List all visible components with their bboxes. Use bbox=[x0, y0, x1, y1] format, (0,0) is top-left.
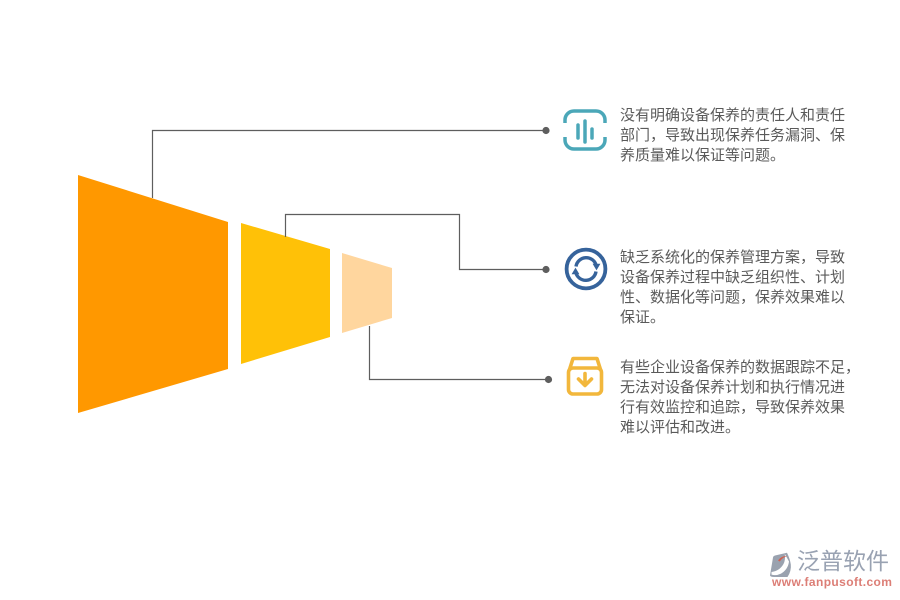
item-text-1: 没有明确设备保养的责任人和责任 部门，导致出现保养任务漏洞、保 养质量难以保证等… bbox=[620, 106, 845, 166]
watermark-url: www.fanpusoft.com bbox=[772, 575, 893, 589]
funnel-stage-2 bbox=[241, 223, 330, 364]
item-text-line: 行有效监控和追踪，导致保养效果 bbox=[620, 399, 846, 416]
fanpu-logo-icon bbox=[766, 551, 794, 584]
watermark: 泛普软件 www.fanpusoft.com bbox=[764, 547, 894, 592]
bar-chart-icon bbox=[562, 108, 608, 157]
item-text-line: 设备保养过程中缺乏组织性、计划 bbox=[620, 269, 846, 286]
item-text-3: 有些企业设备保养的数据跟踪不足， 无法对设备保养计划和执行情况进 行有效监控和追… bbox=[620, 358, 860, 438]
connector-dot-1 bbox=[542, 126, 550, 135]
item-text-line: 部门，导致出现保养任务漏洞、保 bbox=[620, 127, 846, 144]
funnel-stage-1 bbox=[78, 175, 228, 413]
item-text-2: 缺乏系统化的保养管理方案，导致 设备保养过程中缺乏组织性、计划 性、数据化等问题… bbox=[620, 248, 845, 328]
item-text-line: 难以评估和改进。 bbox=[620, 419, 741, 436]
watermark-brand: 泛普软件 bbox=[797, 548, 889, 574]
connector-line-3 bbox=[368, 326, 548, 381]
connector-line-2 bbox=[284, 213, 545, 271]
item-text-line: 缺乏系统化的保养管理方案，导致 bbox=[620, 249, 846, 266]
connector-line-1 bbox=[151, 129, 545, 198]
item-text-line: 保证。 bbox=[620, 309, 666, 326]
connector-dot-3 bbox=[544, 375, 553, 384]
funnel-stage-3 bbox=[342, 253, 392, 333]
item-text-line: 无法对设备保养计划和执行情况进 bbox=[620, 379, 846, 396]
item-text-line: 没有明确设备保养的责任人和责任 bbox=[620, 107, 846, 124]
item-text-line: 性、数据化等问题，保养效果难以 bbox=[620, 289, 846, 306]
sync-icon bbox=[564, 247, 608, 296]
connector-dot-2 bbox=[542, 265, 550, 274]
item-text-line: 有些企业设备保养的数据跟踪不足， bbox=[620, 359, 861, 376]
item-text-line: 养质量难以保证等问题。 bbox=[620, 147, 786, 164]
box-download-icon bbox=[562, 354, 608, 403]
